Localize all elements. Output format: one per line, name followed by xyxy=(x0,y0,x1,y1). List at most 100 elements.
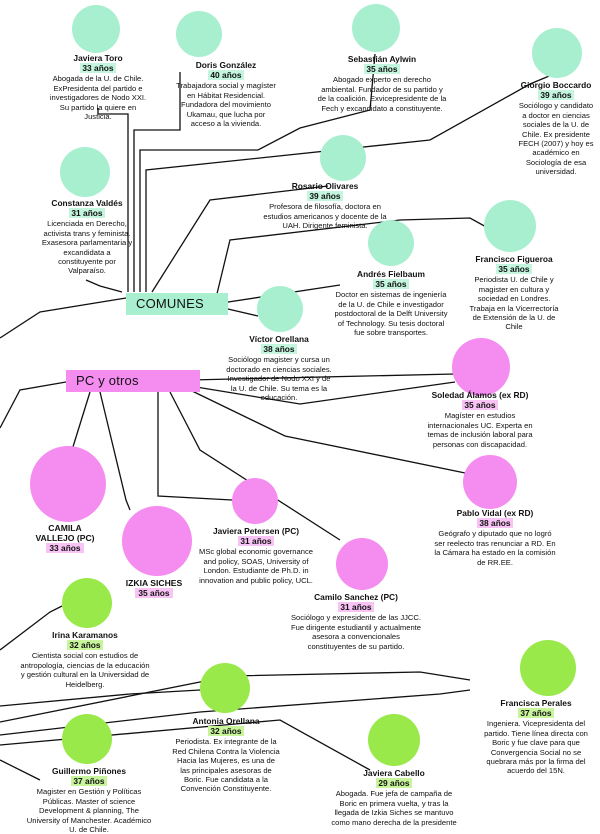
line-karamanos xyxy=(0,605,63,651)
line-vidal xyxy=(189,389,471,475)
card-perales: Francisca Perales 37 años Ingeniera. Vic… xyxy=(480,698,592,776)
line-gonzalez xyxy=(133,72,181,292)
desc-petersen: MSc global economic governance and polic… xyxy=(199,547,313,585)
desc-orellana-v: Sociólogo magister y cursa un doctorado … xyxy=(226,355,332,403)
name-siches: IZKIA SICHES xyxy=(125,578,183,588)
age-figueroa: 35 años xyxy=(496,264,532,274)
avatar-petersen xyxy=(232,478,278,524)
line-toro xyxy=(97,108,129,292)
avatar-boccardo xyxy=(532,28,582,78)
line-pinones xyxy=(0,759,41,781)
line-comunes-left xyxy=(0,297,127,339)
age-cabello: 29 años xyxy=(376,778,412,788)
group-label-comunes: COMUNES xyxy=(136,296,204,311)
age-alamos: 35 años xyxy=(462,400,498,410)
age-boccardo: 39 años xyxy=(538,90,574,100)
card-sanchez: Camilo Sanchez (PC) 31 años Sociólogo y … xyxy=(290,592,422,651)
name-karamanos: Irina Karamanos xyxy=(52,630,118,640)
age-gonzalez: 40 años xyxy=(208,70,244,80)
avatar-cabello xyxy=(368,714,420,766)
name-aylwin: Sebastián Aylwin xyxy=(347,54,417,64)
age-siches: 35 años xyxy=(135,588,173,598)
group-tag-pc: PC y otros xyxy=(66,370,200,392)
line-olivares xyxy=(151,185,329,293)
desc-olivares: Profesora de filosofía, doctora en estud… xyxy=(263,202,387,231)
avatar-alamos xyxy=(452,338,510,396)
age-petersen: 31 años xyxy=(238,536,274,546)
desc-sanchez: Sociólogo y expresidente de las JJCC. Fu… xyxy=(290,613,421,651)
avatar-fielbaum xyxy=(368,220,414,266)
name-orellana-v: Víctor Orellana xyxy=(249,334,309,344)
line-boccardo xyxy=(145,73,555,292)
name-olivares: Rosario Olivares xyxy=(291,181,359,191)
card-petersen: Javiera Petersen (PC) 31 años MSc global… xyxy=(192,526,320,585)
avatar-sanchez xyxy=(336,538,388,590)
name-valdes: Constanza Valdés xyxy=(51,198,123,208)
age-sanchez: 31 años xyxy=(338,602,374,612)
desc-alamos: Magíster en estudios internacionales UC.… xyxy=(427,411,533,449)
card-pinones: Guillermo Piñones 37 años Magister en Ge… xyxy=(24,766,154,834)
card-vallejo: CAMILA VALLEJO (PC) 33 años xyxy=(28,523,102,553)
desc-cabello: Abogada. Fue jefa de campaña de Boric en… xyxy=(331,789,457,827)
avatar-pinones xyxy=(62,714,112,764)
age-orellana-a: 32 años xyxy=(208,726,244,736)
avatar-vidal xyxy=(463,455,517,509)
card-boccardo: Giorgio Boccardo 39 años Sociólogo y can… xyxy=(516,80,596,177)
avatar-perales xyxy=(520,640,576,696)
desc-valdes: Licenciada en Derecho, activista trans y… xyxy=(41,219,133,276)
age-vallejo: 33 años xyxy=(46,543,84,553)
name-perales: Francisca Perales xyxy=(500,698,572,708)
line-valdes xyxy=(85,279,123,293)
name-boccardo: Giorgio Boccardo xyxy=(520,80,592,90)
card-orellana-a: Antonia Orellana 32 años Periodista. Ex … xyxy=(172,716,280,794)
name-fielbaum: Andrés Fielbaum xyxy=(357,269,425,279)
group-label-pc: PC y otros xyxy=(76,373,139,388)
name-gonzalez: Doris González xyxy=(195,60,257,70)
name-orellana-a: Antonia Orellana xyxy=(192,716,260,726)
card-aylwin: Sebastián Aylwin 35 años Abogado experto… xyxy=(316,54,448,113)
card-siches: IZKIA SICHES 35 años xyxy=(122,578,186,598)
avatar-aylwin xyxy=(352,4,400,52)
card-olivares: Rosario Olivares 39 años Profesora de fi… xyxy=(262,181,388,231)
age-perales: 37 años xyxy=(518,708,554,718)
card-cabello: Javiera Cabello 29 años Abogada. Fue jef… xyxy=(328,768,460,827)
card-figueroa: Francisco Figueroa 35 años Periodista U.… xyxy=(466,254,562,332)
name-vidal: Pablo Vidal (ex RD) xyxy=(456,508,534,518)
card-fielbaum: Andrés Fielbaum 35 años Doctor en sistem… xyxy=(332,269,450,337)
avatar-karamanos xyxy=(62,578,112,628)
desc-aylwin: Abogado experto en derecho ambiental. Fu… xyxy=(317,75,447,113)
card-valdes: Constanza Valdés 31 años Licenciada en D… xyxy=(40,198,134,276)
card-orellana-v: Víctor Orellana 38 años Sociólogo magist… xyxy=(226,334,332,402)
age-orellana-v: 38 años xyxy=(261,344,297,354)
avatar-valdes xyxy=(60,147,110,197)
line-orellana-a xyxy=(0,689,201,707)
age-fielbaum: 35 años xyxy=(373,279,409,289)
age-karamanos: 32 años xyxy=(67,640,103,650)
desc-orellana-a: Periodista. Ex integrante de la Red Chil… xyxy=(172,737,280,794)
line-figueroa xyxy=(214,217,489,303)
card-toro: Javiera Toro 33 años Abogada de la U. de… xyxy=(46,53,150,121)
name-pinones: Guillermo Piñones xyxy=(52,766,126,776)
desc-vidal: Geógrafo y diputado que no logró ser ree… xyxy=(434,529,556,567)
desc-figueroa: Periodista U. de Chile y magister en cul… xyxy=(469,275,559,332)
desc-gonzalez: Trabajadora social y magíster en Hábitat… xyxy=(176,81,276,129)
desc-pinones: Magister en Gestión y Políticas Públicas… xyxy=(26,787,152,834)
desc-boccardo: Sociólogo y candidato a doctor en cienci… xyxy=(518,101,594,177)
desc-perales: Ingeniera. Vicepresidenta del partido. T… xyxy=(484,719,588,776)
desc-fielbaum: Doctor en sistemas de ingeniería de la U… xyxy=(334,290,448,338)
name-alamos: Soledad Álamos (ex RD) xyxy=(431,390,529,400)
name-petersen: Javiera Petersen (PC) xyxy=(212,526,300,536)
name-vallejo: CAMILA VALLEJO (PC) xyxy=(35,523,95,543)
age-aylwin: 35 años xyxy=(364,64,400,74)
avatar-gonzalez xyxy=(176,11,222,57)
line-alamos xyxy=(189,373,456,381)
age-toro: 33 años xyxy=(80,63,116,73)
avatar-vallejo xyxy=(30,446,106,522)
line-siches xyxy=(99,391,131,511)
avatar-orellana-a xyxy=(200,663,250,713)
age-vidal: 38 años xyxy=(477,518,513,528)
age-pinones: 37 años xyxy=(71,776,107,786)
card-alamos: Soledad Álamos (ex RD) 35 años Magíster … xyxy=(424,390,536,449)
desc-toro: Abogada de la U. de Chile. ExPresidenta … xyxy=(49,74,147,122)
